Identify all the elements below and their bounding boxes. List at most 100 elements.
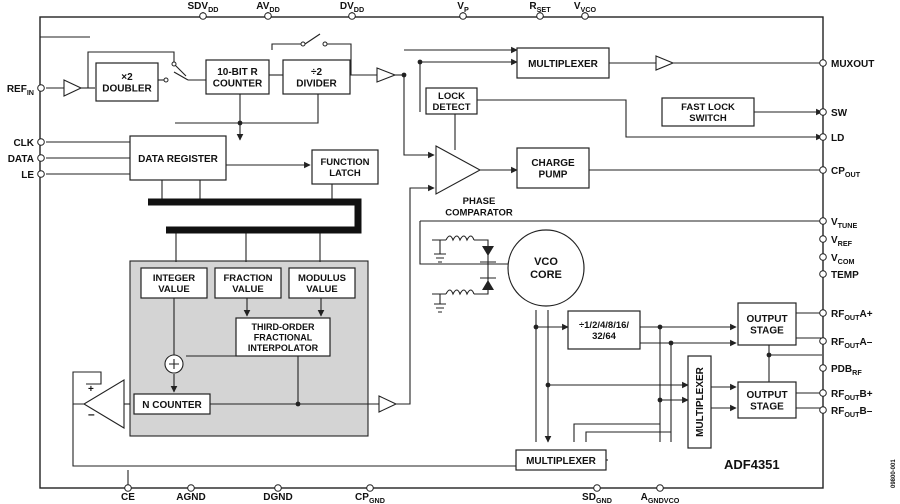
- multiplexer-top-block-label-0: MULTIPLEXER: [528, 59, 599, 70]
- modulus-value-block-label-0: MODULUS: [298, 273, 346, 284]
- integer-value-block-label-1: VALUE: [158, 284, 190, 295]
- left_pins-2-label: DATA: [8, 154, 34, 165]
- bottom_pins-2-label: DGND: [263, 492, 292, 503]
- fast-lock-switch-block-label-0: FAST LOCK: [681, 102, 735, 113]
- interpolator-block-label-0: THIRD-ORDER: [252, 322, 315, 332]
- data-register-block: DATA REGISTER: [129, 135, 227, 181]
- left-pin-2: DATA: [8, 154, 45, 165]
- vco-core-label-0: VCO: [534, 256, 558, 268]
- top-pin-4: RSET: [529, 1, 551, 20]
- lock-detect-block-label-1: DETECT: [433, 102, 471, 113]
- function-latch-block-label-1: LATCH: [329, 168, 361, 179]
- control-bus: [148, 198, 362, 234]
- n-counter-block-label-0: N COUNTER: [142, 400, 202, 411]
- switches: [163, 33, 328, 83]
- op-amp-plus: +: [88, 384, 94, 395]
- fast-lock-switch-block-label-1: SWITCH: [689, 113, 727, 124]
- right_pins-11-label: RFOUTB+: [831, 389, 873, 402]
- function-latch-block-label-0: FUNCTION: [320, 157, 369, 168]
- right_pins-0-label: MUXOUT: [831, 59, 874, 70]
- modulus-value-block-label-1: VALUE: [306, 284, 338, 295]
- top_pins-0-label: SDVDD: [188, 1, 219, 14]
- right_pins-10-label: PDBRF: [831, 364, 862, 377]
- junction-dots: [237, 59, 772, 407]
- right-pin-0: MUXOUT: [819, 59, 874, 70]
- output-divider-block: ÷1/2/4/8/16/32/64: [567, 310, 641, 350]
- right_pins-7-label: TEMP: [831, 270, 859, 281]
- data-register-block-label-0: DATA REGISTER: [138, 154, 219, 165]
- phase-comparator-label-0: PHASE: [463, 196, 496, 207]
- chip-name: ADF4351: [724, 457, 780, 472]
- output-stage-a-block-label-0: OUTPUT: [746, 314, 787, 325]
- right-pin-2: LD: [819, 133, 844, 144]
- right_pins-5-label: VREF: [831, 235, 853, 248]
- r-counter-block-label-1: COUNTER: [213, 79, 263, 90]
- bottom_pins-4-label: SDGND: [582, 492, 612, 504]
- bottom-pin-4: SDGND: [582, 484, 612, 504]
- top_pins-4-label: RSET: [529, 1, 551, 14]
- left-pin-3: LE: [21, 170, 45, 181]
- right-pin-1: SW: [819, 108, 848, 119]
- output-stage-a-block-label-1: STAGE: [750, 326, 784, 337]
- output-divider-block-label-0: ÷1/2/4/8/16/: [579, 320, 629, 331]
- bottom_pins-3-label: CPGND: [355, 492, 385, 504]
- right-pin-3: CPOUT: [819, 166, 861, 179]
- charge-pump-block-label-0: CHARGE: [531, 158, 575, 169]
- summer: [164, 354, 184, 374]
- interpolator-block-label-2: INTERPOLATOR: [248, 343, 319, 353]
- bottom-pin-1: AGND: [176, 484, 206, 503]
- fraction-value-block-label-1: VALUE: [232, 284, 264, 295]
- top_pins-3-label: VP: [457, 1, 469, 14]
- right_pins-2-label: LD: [831, 133, 844, 144]
- multiplexer-bottom-block-label-0: MULTIPLEXER: [526, 456, 597, 467]
- right-pin-5: VREF: [819, 235, 853, 248]
- integer-value-block-label-0: INTEGER: [153, 273, 195, 284]
- left-pin-0: REFIN: [7, 84, 45, 97]
- charge-pump-block-label-1: PUMP: [539, 170, 568, 181]
- doubler-block-label-1: DOUBLER: [102, 84, 152, 95]
- right_pins-12-label: RFOUTB–: [831, 406, 873, 419]
- right_pins-1-label: SW: [831, 108, 848, 119]
- divider-block-label-1: DIVIDER: [296, 79, 337, 90]
- fraction-value-block-label-0: FRACTION: [223, 273, 272, 284]
- phase-comparator-label-1: COMPARATOR: [445, 208, 513, 219]
- right-pin-10: PDBRF: [819, 364, 862, 377]
- interpolator-block-label-1: FRACTIONAL: [254, 332, 313, 342]
- vco-core-label-1: CORE: [530, 269, 562, 281]
- output-stage-b-block-label-0: OUTPUT: [746, 390, 787, 401]
- n-counter-block: N COUNTER: [133, 393, 211, 415]
- left_pins-3-label: LE: [21, 170, 34, 181]
- top_pins-2-label: DVDD: [340, 1, 364, 14]
- chip-outline: [39, 16, 824, 489]
- left_pins-0-label: REFIN: [7, 84, 34, 97]
- multiplexer-vertical-block: MULTIPLEXER: [687, 355, 712, 449]
- buffers: [63, 55, 675, 413]
- divider-block-label-0: ÷2: [311, 67, 322, 78]
- bottom-pin-3: CPGND: [355, 484, 385, 504]
- multiplexer-vertical-block-label: MULTIPLEXER: [695, 366, 706, 437]
- loop-op-amp: [82, 379, 125, 429]
- top-pin-0: SDVDD: [188, 1, 219, 20]
- top-pin-2: DVDD: [340, 1, 364, 20]
- bottom_pins-5-label: AGNDVCO: [641, 492, 680, 504]
- bottom-pin-2: DGND: [263, 484, 293, 503]
- doubler-block-label-0: ×2: [121, 72, 133, 83]
- top-pin-5: VVCO: [574, 1, 597, 20]
- vco-tank: [434, 235, 496, 313]
- output-divider-block-label-1: 32/64: [592, 331, 616, 342]
- right_pins-4-label: VTUNE: [831, 217, 857, 230]
- vco-core-circle: [507, 229, 585, 307]
- left-pin-1: CLK: [13, 138, 45, 149]
